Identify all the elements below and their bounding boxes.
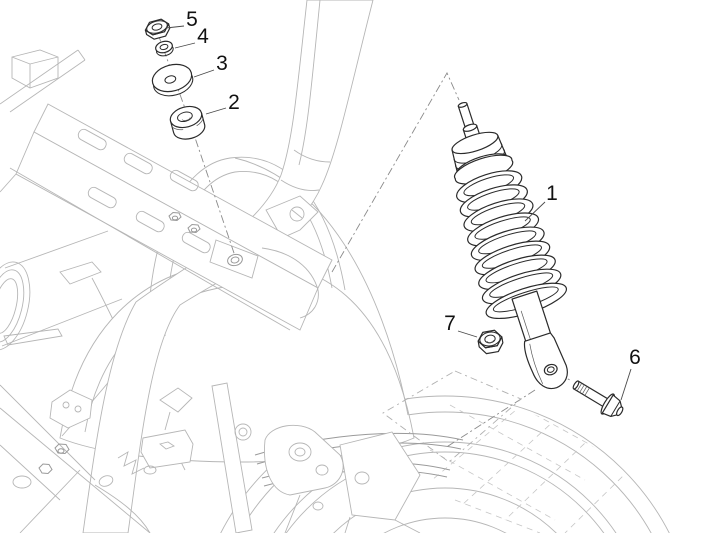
callout-leader-line	[620, 368, 632, 401]
tire-tread-hatch	[429, 398, 695, 533]
part-1-shock-absorber[interactable]	[422, 90, 595, 401]
dashed-reference-box	[382, 370, 522, 463]
swingarm-brake-line-art	[211, 382, 464, 533]
part-5-hex-nut[interactable]	[144, 18, 172, 41]
part-3-washer[interactable]	[149, 60, 195, 100]
callout-leader-line	[205, 107, 227, 115]
callout-2[interactable]: 2	[205, 91, 240, 115]
callout-number[interactable]: 4	[197, 25, 209, 48]
frame-rail-line-art	[0, 49, 333, 331]
callout-number[interactable]: 7	[444, 312, 456, 335]
callout-number[interactable]: 1	[546, 182, 558, 205]
callout-4[interactable]: 4	[174, 25, 209, 49]
part-4-washer[interactable]	[154, 39, 174, 57]
callout-number[interactable]: 6	[629, 346, 641, 369]
callout-6[interactable]: 6	[620, 346, 641, 401]
shock-clevis-mount	[523, 332, 568, 390]
part-6-flange-bolt[interactable]	[569, 374, 628, 422]
callout-leader-line	[165, 25, 185, 29]
misc-hardware-line-art	[0, 384, 193, 533]
callout-3[interactable]: 3	[193, 52, 228, 78]
callout-7[interactable]: 7	[444, 312, 478, 338]
shock-spring	[456, 170, 568, 320]
callout-1[interactable]: 1	[524, 182, 558, 222]
part-7-spacer-nut[interactable]	[477, 329, 504, 355]
part-2-rubber-buffer[interactable]	[168, 103, 207, 142]
muffler-line-art	[0, 230, 186, 471]
callout-leader-line	[524, 201, 546, 222]
callout-5[interactable]: 5	[165, 8, 198, 31]
callout-number[interactable]: 5	[186, 8, 198, 31]
callout-leader-line	[174, 42, 196, 49]
callout-leader-line	[193, 69, 215, 78]
shock-cap	[451, 131, 514, 185]
callout-number[interactable]: 3	[216, 52, 228, 75]
callout-number[interactable]: 2	[228, 91, 240, 114]
callout-leader-line	[457, 330, 478, 338]
